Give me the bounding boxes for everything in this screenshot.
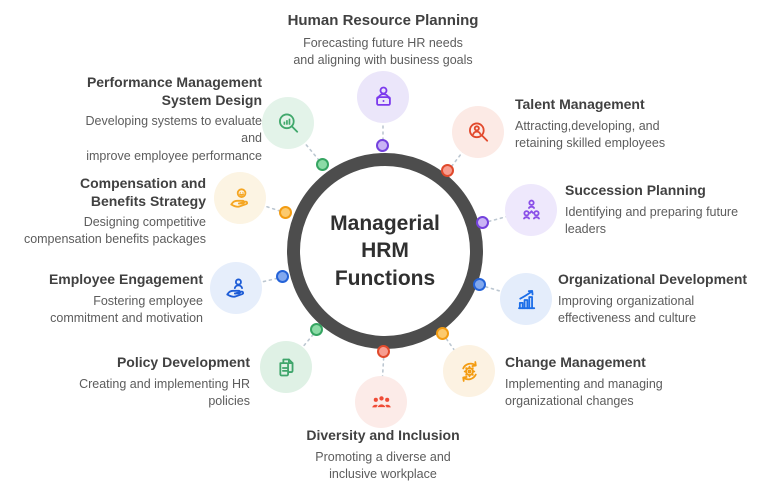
node-description: Implementing and managing organizational… (505, 376, 663, 408)
ring-dot-performance-management (316, 158, 329, 171)
node-description: Designing competitive compensation benef… (23, 215, 206, 247)
node-title: Talent Management (515, 96, 645, 112)
node-title: Human Resource Planning (287, 12, 479, 29)
talent-management-badge (452, 106, 504, 158)
node-change-management: Change Management Implementing and manag… (505, 354, 685, 410)
central-hub-title: Managerial HRM Functions (330, 212, 440, 290)
policy-development-badge (260, 341, 312, 393)
node-description: Developing systems to evaluate and impro… (85, 114, 262, 163)
hand-holding-coin-icon (229, 187, 248, 208)
person-at-laptop-icon (375, 86, 391, 106)
node-policy-development: Policy Development Creating and implemen… (50, 354, 250, 410)
node-succession-planning: Succession Planning Identifying and prep… (565, 182, 760, 238)
node-diversity-inclusion: Diversity and Inclusion Promoting a dive… (283, 427, 483, 483)
diversity-inclusion-badge (355, 376, 407, 428)
ring-dot-policy-development (310, 323, 323, 336)
gear-cycle-icon (461, 360, 477, 382)
ring-dot-succession-planning (476, 216, 489, 229)
employee-engagement-badge (210, 262, 262, 314)
ring-dot-diversity-inclusion (377, 345, 390, 358)
ring-dot-change-management (436, 327, 449, 340)
node-description: Improving organizational effectiveness a… (558, 293, 697, 325)
ring-dot-human-resource-planning (376, 139, 389, 152)
people-group-icon (371, 394, 391, 408)
growth-chart-icon (517, 289, 535, 309)
organizational-development-badge (500, 273, 552, 325)
node-title: Succession Planning (565, 182, 706, 198)
node-description: Attracting,developing, and retaining ski… (515, 118, 666, 150)
ring-dot-talent-management (441, 164, 454, 177)
org-hierarchy-people-icon (522, 199, 540, 219)
change-management-badge (443, 345, 495, 397)
ring-dot-employee-engagement (276, 270, 289, 283)
node-description: Fostering employee commitment and motiva… (50, 293, 203, 325)
node-title: Performance Management System Design (86, 74, 262, 108)
node-title: Organizational Development (558, 271, 748, 287)
node-title: Diversity and Inclusion (306, 427, 460, 443)
node-title: Compensation and Benefits Strategy (79, 175, 206, 209)
node-performance-management: Performance Management System Design Dev… (62, 74, 262, 165)
node-description: Identifying and preparing future leaders (565, 204, 739, 236)
magnifier-person-icon (468, 122, 488, 142)
magnifier-chart-icon (278, 113, 298, 133)
succession-planning-badge (505, 184, 557, 236)
node-description: Promoting a diverse and inclusive workpl… (315, 449, 451, 481)
node-title: Change Management (505, 354, 646, 370)
documents-icon (278, 358, 293, 376)
ring-dot-compensation-benefits (279, 206, 292, 219)
compensation-benefits-badge (214, 172, 266, 224)
node-description: Creating and implementing HR policies (79, 376, 250, 408)
node-human-resource-planning: Human Resource Planning Forecasting futu… (258, 12, 508, 69)
node-talent-management: Talent Management Attracting,developing,… (515, 96, 705, 152)
hand-holding-person-icon (225, 278, 244, 298)
human-resource-planning-badge (357, 71, 409, 123)
node-title: Policy Development (116, 354, 250, 370)
node-employee-engagement: Employee Engagement Fostering employee c… (3, 271, 203, 327)
central-hub: Managerial HRM Functions (287, 153, 483, 349)
ring-dot-organizational-development (473, 278, 486, 291)
node-description: Forecasting future HR needs and aligning… (293, 35, 473, 67)
node-title: Employee Engagement (48, 271, 203, 287)
node-organizational-development: Organizational Development Improving org… (558, 271, 758, 327)
node-compensation-benefits: Compensation and Benefits Strategy Desig… (6, 175, 206, 249)
performance-management-badge (262, 97, 314, 149)
